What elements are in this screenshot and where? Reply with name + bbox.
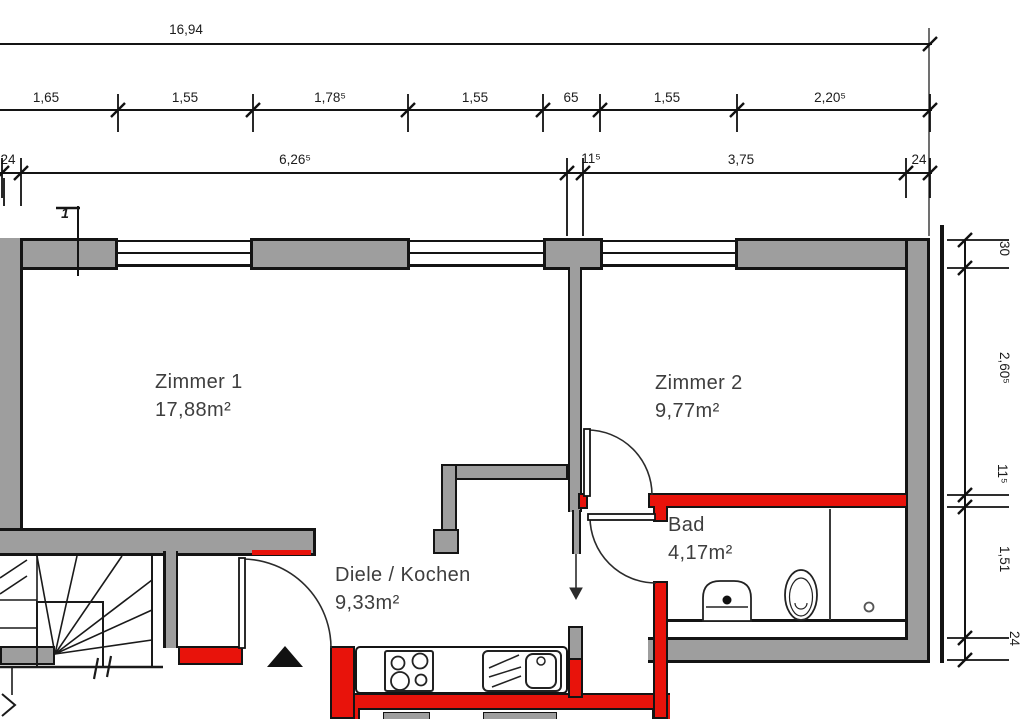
stove-burners [390, 652, 429, 691]
stairs-icon [0, 555, 163, 717]
dim-row2-1: 1,55 [171, 90, 199, 105]
window-2-inner-line [410, 264, 543, 267]
wall-right [905, 238, 930, 663]
dimension-line-row1 [0, 43, 932, 45]
dim-row2-2: 1,78⁵ [314, 90, 346, 105]
room-area: 4,17m² [668, 542, 733, 564]
room-area: 9,77m² [655, 400, 720, 422]
room-label-diele: Diele / Kochen 9,33m² [335, 561, 471, 617]
dim-row2-4: 65 [563, 90, 579, 105]
room-area: 9,33m² [335, 592, 400, 614]
wall-bad-west-red [653, 581, 668, 719]
door-swing-bad [587, 513, 657, 584]
floor-drain-icon [863, 601, 875, 613]
stair-landing-bar [0, 646, 55, 665]
wall-kitchen-east-red [568, 658, 583, 698]
window-1-inner-line [118, 264, 250, 267]
window-3-inner-line [603, 264, 735, 267]
kitchen-sink-basin [525, 653, 557, 689]
dim-total-width: 16,94 [169, 22, 203, 37]
room-area: 17,88m² [155, 399, 232, 421]
wall-bad-north-red [648, 493, 908, 508]
dim-row2-6: 2,20⁵ [814, 90, 846, 105]
dimension-line-row2 [0, 109, 932, 111]
wall-top-pier-2 [250, 238, 410, 270]
section-marker-label: 1 [61, 205, 69, 221]
room-name: Bad [668, 514, 705, 536]
toilet-icon [702, 580, 752, 622]
entrance-arrow-icon [267, 646, 303, 667]
room-label-bad: Bad 4,17m² [668, 511, 733, 567]
window-1-outer-line [118, 240, 250, 243]
window-1-mid-line [118, 252, 250, 254]
facade-line [940, 225, 944, 663]
wall-top-pier-4 [735, 238, 909, 270]
bad-divider-line [829, 509, 831, 620]
center-wall-arrow-icon [569, 554, 583, 601]
dim-row2-0: 1,65 [32, 90, 60, 105]
window-2-outer-line [410, 240, 543, 243]
dim-row3-3: 3,75 [727, 152, 755, 167]
dim-row2-5: 1,55 [653, 90, 681, 105]
room-name: Zimmer 1 [155, 371, 243, 393]
wall-entry-red-stub [178, 646, 243, 665]
room-name: Zimmer 2 [655, 372, 743, 394]
wall-niche-foot [433, 529, 459, 554]
dimension-ticks [0, 28, 1009, 668]
room-name: Diele / Kochen [335, 564, 471, 586]
window-2-mid-line [410, 252, 543, 254]
dim-row2-3: 1,55 [461, 90, 489, 105]
balcony-wall-1 [383, 712, 430, 719]
kitchen-sink-details [488, 654, 546, 688]
washbasin-icon [784, 569, 818, 621]
window-3-outer-line [603, 240, 735, 243]
wall-bad-south-gray [648, 637, 908, 663]
room-label-zimmer1: Zimmer 1 17,88m² [155, 368, 243, 424]
wall-center-thin [572, 510, 581, 554]
balcony-wall-2 [483, 712, 557, 719]
room-label-zimmer2: Zimmer 2 9,77m² [655, 369, 743, 425]
door-swing-zimmer2 [583, 428, 653, 497]
dim-row3-1: 6,26⁵ [279, 152, 311, 167]
wall-left [0, 238, 23, 553]
dim-row3-2: 11⁵ [581, 151, 601, 166]
window-3-mid-line [603, 252, 735, 254]
wall-zimmer1-south-red-strip [252, 550, 311, 555]
door-swing-entrance [238, 557, 332, 649]
wall-center-red-cap [578, 493, 588, 509]
wall-stairwell [163, 551, 178, 648]
section-marker [56, 206, 80, 276]
bad-shelf-line [667, 619, 907, 622]
dim-row3-4: 24 [911, 152, 927, 167]
dimension-line-right [964, 239, 966, 661]
dimension-line-row3 [0, 172, 932, 174]
dim-row3-0: 24 [0, 152, 16, 167]
wall-kitchen-west-red [330, 646, 355, 719]
wall-center [568, 267, 582, 512]
